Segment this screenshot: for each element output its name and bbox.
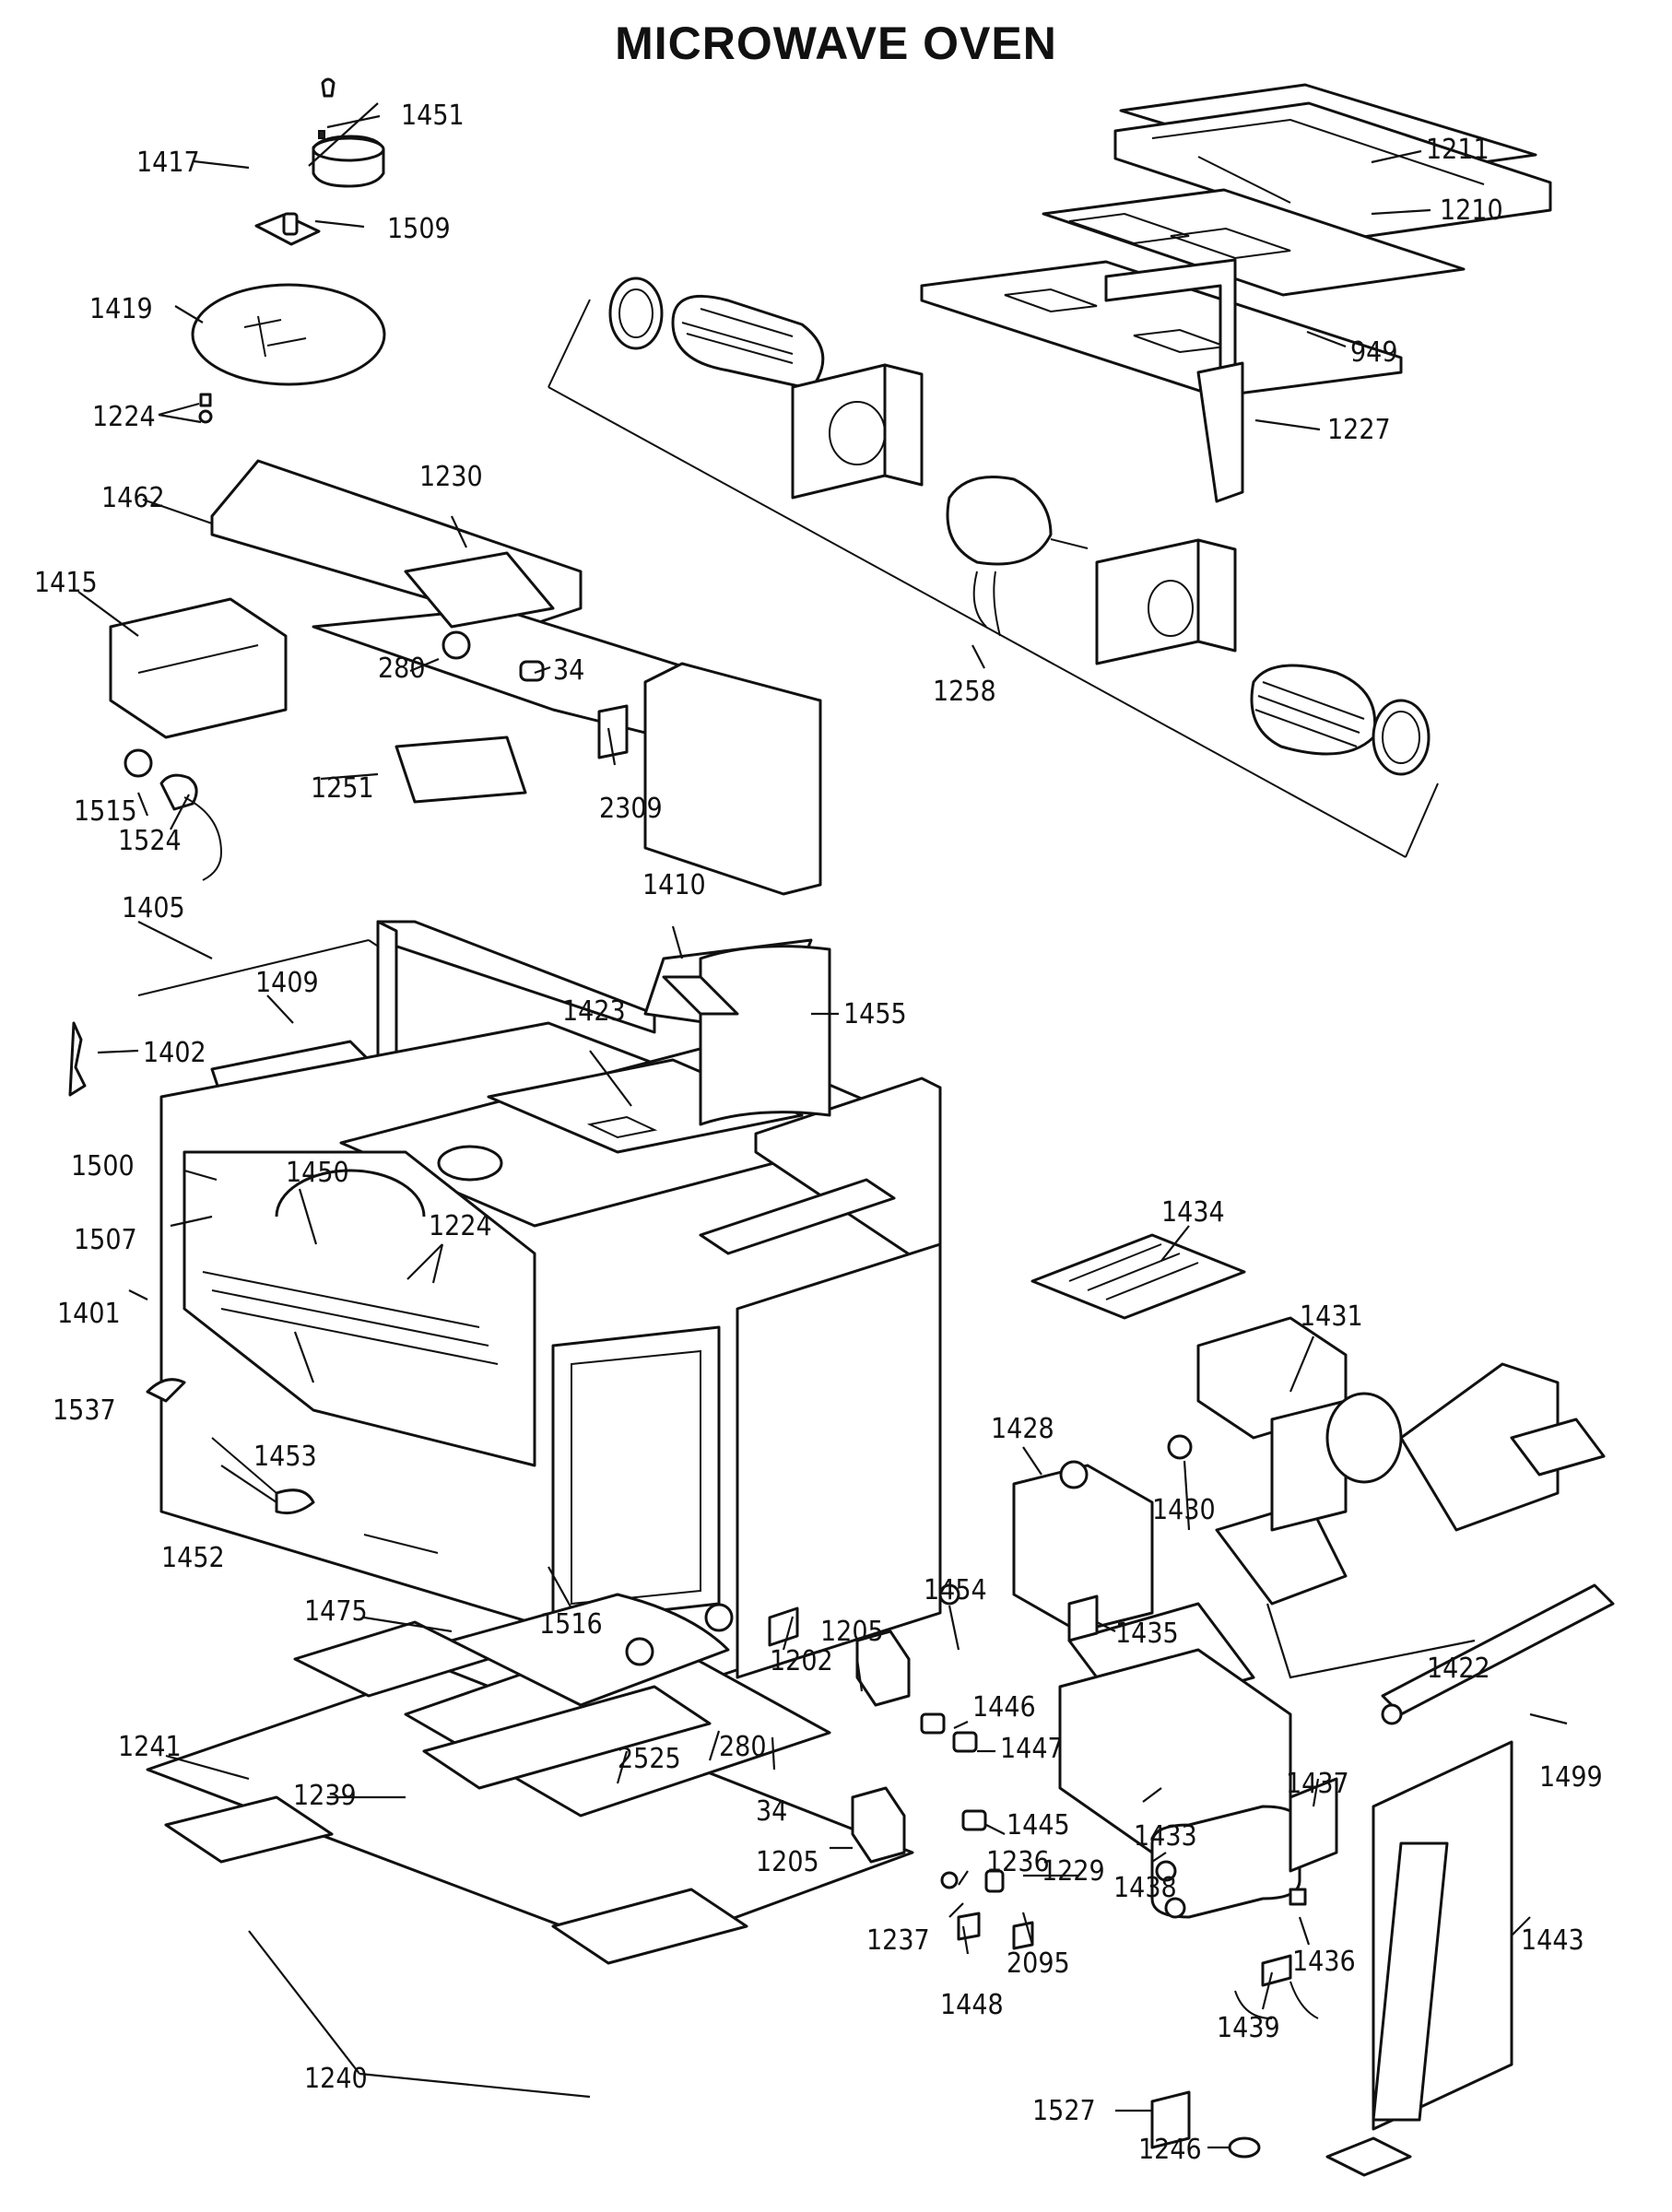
- part-label: 1240: [304, 2063, 368, 2095]
- part-label: 1236: [986, 1846, 1050, 1878]
- part-label: 1454: [924, 1574, 987, 1606]
- part-label: 2095: [1007, 1947, 1070, 1980]
- part-label: 1419: [89, 293, 153, 325]
- part-labels: 1451 1417 1509 1419 1224 1211 1210 949 1…: [34, 100, 1603, 2166]
- part-label: 1237: [866, 1924, 930, 1957]
- part-label: 1435: [1115, 1618, 1179, 1650]
- part-label: 1402: [143, 1037, 206, 1069]
- part-label: 1239: [293, 1780, 357, 1812]
- part-label: 1224: [429, 1210, 492, 1242]
- magnetron-transformer-fan: [1012, 1233, 1615, 2177]
- part-label: 1428: [991, 1413, 1054, 1445]
- part-label: 1448: [940, 1989, 1004, 2021]
- part-label: 1211: [1426, 134, 1489, 166]
- part-label: 1230: [419, 461, 483, 493]
- part-label: 1202: [770, 1645, 833, 1677]
- part-label: 1475: [304, 1595, 368, 1628]
- part-label: 1509: [387, 213, 451, 245]
- part-label: 1455: [843, 998, 907, 1030]
- part-label: 1499: [1539, 1761, 1603, 1794]
- part-label: 1224: [92, 401, 156, 433]
- part-label: 1516: [539, 1608, 603, 1641]
- part-label: 1229: [1042, 1855, 1105, 1888]
- part-label: 949: [1350, 336, 1398, 369]
- part-label: 1241: [118, 1731, 182, 1763]
- part-label: 1537: [53, 1394, 116, 1427]
- part-label: 1246: [1138, 2134, 1202, 2166]
- part-label: 1451: [401, 100, 465, 132]
- part-label: 1438: [1113, 1872, 1177, 1904]
- part-label: 1446: [972, 1691, 1036, 1724]
- part-label: 34: [756, 1795, 787, 1828]
- part-label: 1417: [136, 147, 200, 179]
- part-label: 1434: [1161, 1196, 1225, 1229]
- part-label: 1524: [118, 825, 182, 857]
- part-label: 2525: [618, 1743, 681, 1775]
- part-label: 1227: [1327, 414, 1391, 446]
- part-label: 1443: [1521, 1924, 1584, 1957]
- part-label: 1439: [1217, 2012, 1280, 2044]
- oven-cavity: [68, 920, 942, 1679]
- part-label: 1258: [933, 676, 996, 708]
- part-label: 1251: [311, 772, 374, 805]
- part-label: 1462: [101, 482, 165, 514]
- part-label: 280: [378, 653, 426, 685]
- part-label: 1210: [1440, 194, 1503, 227]
- part-label: 1445: [1007, 1809, 1070, 1841]
- part-label: 1409: [255, 967, 319, 999]
- part-label: 1507: [74, 1224, 137, 1256]
- part-label: 1433: [1134, 1820, 1197, 1853]
- blower-duct-assembly: [548, 83, 1552, 858]
- part-label: 1452: [161, 1542, 225, 1574]
- part-label: 1422: [1427, 1653, 1490, 1685]
- part-label: 1205: [820, 1616, 884, 1648]
- part-label: 1447: [1000, 1733, 1064, 1765]
- part-label: 1405: [122, 892, 185, 924]
- leader-lines: [77, 102, 1568, 2149]
- part-label: 1415: [34, 567, 98, 599]
- part-label: 1450: [286, 1157, 349, 1189]
- part-label: 34: [553, 654, 584, 687]
- part-label: 1436: [1292, 1946, 1356, 1978]
- upper-chassis-assembly: [109, 459, 822, 896]
- part-label: 1205: [756, 1846, 819, 1878]
- part-label: 1430: [1152, 1494, 1216, 1526]
- diagram-title: MICROWAVE OVEN: [615, 18, 1057, 69]
- part-label: 1431: [1300, 1300, 1363, 1333]
- part-label: 1423: [562, 995, 626, 1028]
- part-label: 280: [719, 1731, 767, 1763]
- part-label: 1453: [253, 1441, 317, 1473]
- part-label: 1437: [1286, 1768, 1349, 1800]
- part-label: 1500: [71, 1150, 135, 1182]
- base-panel-assembly: [146, 1593, 914, 1965]
- part-label: 1515: [74, 795, 137, 828]
- part-label: 1410: [642, 869, 706, 901]
- turntable-motor-assembly: [191, 77, 386, 424]
- part-label: 1527: [1032, 2095, 1096, 2127]
- part-label: 2309: [599, 793, 663, 825]
- part-label: 1401: [57, 1298, 121, 1330]
